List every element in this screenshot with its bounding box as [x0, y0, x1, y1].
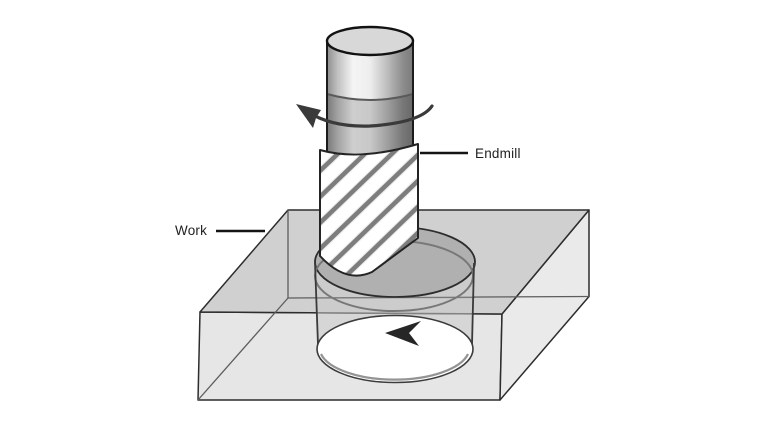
toolpath-ring-lower	[320, 353, 469, 381]
work-label: Work	[175, 223, 208, 238]
pocket-floor	[316, 314, 474, 384]
feed-arrow-icon	[385, 321, 421, 346]
pocket-wall-left	[314, 262, 319, 346]
shank-top-face	[325, 25, 415, 57]
endmill-shank	[325, 25, 415, 153]
endmill-label: Endmill	[475, 146, 521, 161]
flute-helix-stripes	[320, 144, 418, 276]
endmill-tool	[296, 25, 434, 277]
rotation-arrow-icon	[296, 104, 434, 128]
endmill-flutes	[319, 143, 419, 277]
pocket-wall-right	[471, 262, 475, 346]
